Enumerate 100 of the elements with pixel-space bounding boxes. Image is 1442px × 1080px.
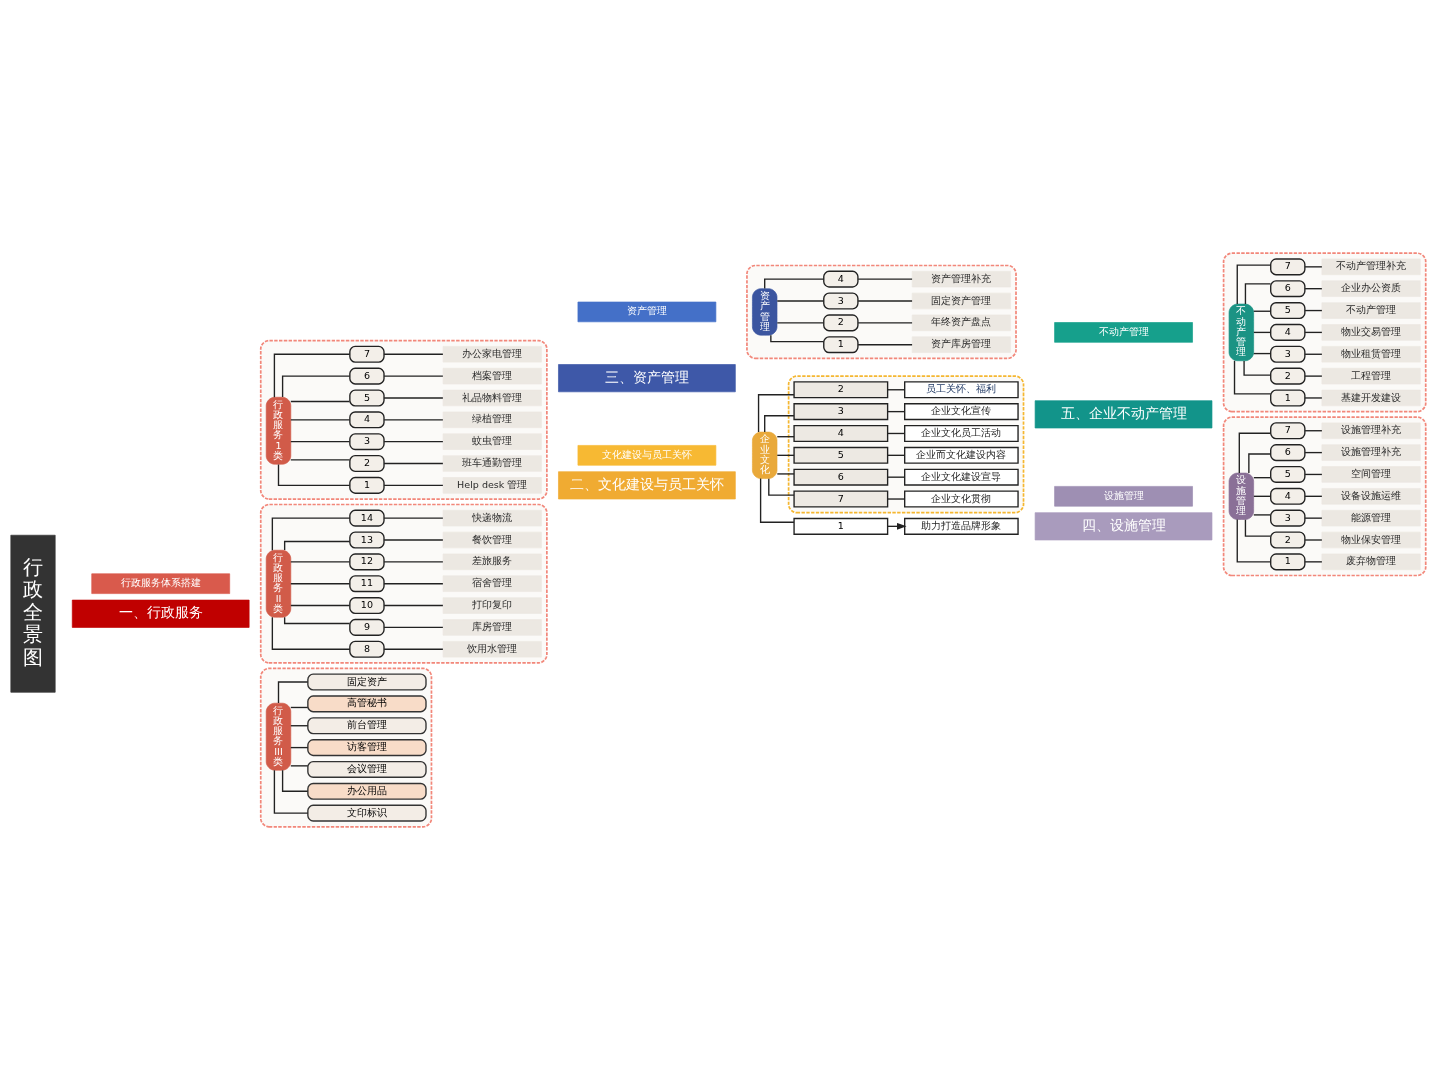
node-box: 6	[1270, 280, 1306, 298]
node-box: 1	[823, 336, 859, 354]
node-box: 10	[349, 597, 385, 615]
connector	[383, 517, 444, 519]
node-box: 5	[1270, 302, 1306, 320]
node-box: 9	[349, 618, 385, 636]
node-box: 不动产管理	[1054, 322, 1193, 343]
connector	[383, 583, 444, 585]
connector	[281, 769, 309, 792]
node-box: 能源管理	[1321, 509, 1421, 527]
node-box: 不动产管理补充	[1321, 258, 1421, 276]
connector	[271, 616, 351, 650]
node-box: 物业保安管理	[1321, 531, 1421, 549]
node-box: 基建开发建设	[1321, 389, 1421, 407]
node-box: 库房管理	[442, 619, 542, 636]
node-box: 资产管理补充	[911, 270, 1011, 288]
connector	[1253, 514, 1272, 516]
node-box: 四、设施管理	[1034, 512, 1213, 541]
connector	[383, 484, 444, 487]
cluster	[1222, 416, 1427, 577]
node-box: 6	[1270, 444, 1306, 462]
node-box: 2	[823, 314, 859, 332]
connector	[281, 375, 351, 398]
cluster	[259, 503, 548, 664]
node-box: 固定资产管理	[911, 292, 1011, 310]
connector	[290, 400, 351, 403]
node-box: Help desk 管理	[442, 477, 542, 494]
cluster	[746, 264, 1017, 360]
connector	[290, 419, 351, 421]
connector	[383, 561, 444, 563]
connector	[277, 463, 351, 487]
node-box: 企业文化贯彻	[904, 490, 1019, 508]
node-box: 13	[349, 531, 385, 549]
node-box: 餐饮管理	[442, 531, 542, 549]
connector	[1238, 432, 1272, 474]
node-box: 1	[793, 517, 889, 535]
connector	[1304, 561, 1323, 563]
node-box: 企业文化员工活动	[904, 424, 1019, 442]
connector	[290, 459, 351, 461]
node-box: 礼品物料管理	[442, 389, 542, 407]
connector	[776, 300, 825, 302]
connector	[383, 604, 444, 607]
node-box: 废弃物管理	[1321, 553, 1421, 571]
node-box: 前台管理	[307, 717, 427, 735]
connector	[1304, 375, 1323, 377]
node-box: 员工关怀、福利	[904, 381, 1019, 399]
node-box: 8	[349, 640, 385, 658]
node-box: 3	[823, 292, 859, 310]
node-box: 文化建设与员工关怀	[577, 445, 717, 466]
node-box: 打印复印	[442, 597, 542, 614]
node-box: 行政服务II类	[265, 549, 292, 618]
node-box: 2	[349, 455, 385, 473]
connector	[290, 441, 351, 443]
connector	[857, 300, 913, 302]
connector	[1233, 360, 1272, 395]
node-box: 资产管理	[752, 288, 778, 336]
node-box: 4	[823, 270, 859, 288]
node-box: 设施管理补充	[1321, 444, 1421, 461]
node-box: 会议管理	[307, 760, 427, 778]
node-box: 蚊虫管理	[442, 433, 542, 450]
node-box: 差旅服务	[442, 553, 542, 571]
node-box: 6	[349, 367, 385, 385]
cluster	[1222, 252, 1427, 413]
node-box: 1	[1270, 389, 1306, 407]
node-box: 办公用品	[307, 782, 427, 800]
node-box: 2	[1270, 531, 1306, 549]
node-box: 6	[793, 468, 889, 486]
connector	[290, 561, 351, 563]
node-box: 办公家电管理	[442, 346, 542, 363]
connector	[764, 415, 795, 433]
node-box: 企业而文化建设内容	[904, 446, 1019, 464]
connector	[776, 322, 825, 324]
connector	[857, 322, 913, 324]
node-box: 年终资产盘点	[911, 314, 1011, 332]
node-box: 行政服务III类	[265, 702, 292, 771]
connector	[776, 473, 795, 475]
connector	[1304, 539, 1323, 541]
node-box: 五、企业不动产管理	[1034, 400, 1213, 429]
connector	[290, 765, 309, 767]
node-box: 11	[349, 575, 385, 593]
node-box: 4	[793, 424, 889, 442]
node-box: 物业租赁管理	[1321, 346, 1421, 363]
connector	[283, 540, 351, 551]
node-box: 行政服务1类	[265, 396, 292, 465]
cluster	[259, 667, 433, 828]
node-box: 5	[349, 389, 385, 407]
node-box: 档案管理	[442, 367, 542, 385]
node-box: 5	[793, 446, 889, 464]
node-box: 7	[1270, 258, 1306, 276]
node-box: 2	[1270, 367, 1306, 385]
connector	[383, 462, 444, 465]
node-box: 设施管理补充	[1321, 422, 1421, 439]
node-box: 4	[1270, 487, 1306, 505]
node-box: 文印标识	[307, 804, 427, 822]
connector	[1304, 266, 1323, 268]
node-box: 一、行政服务	[71, 599, 250, 628]
connector	[768, 478, 795, 496]
connector	[383, 419, 444, 421]
cluster	[787, 375, 1025, 514]
node-box: 3	[1270, 345, 1306, 363]
